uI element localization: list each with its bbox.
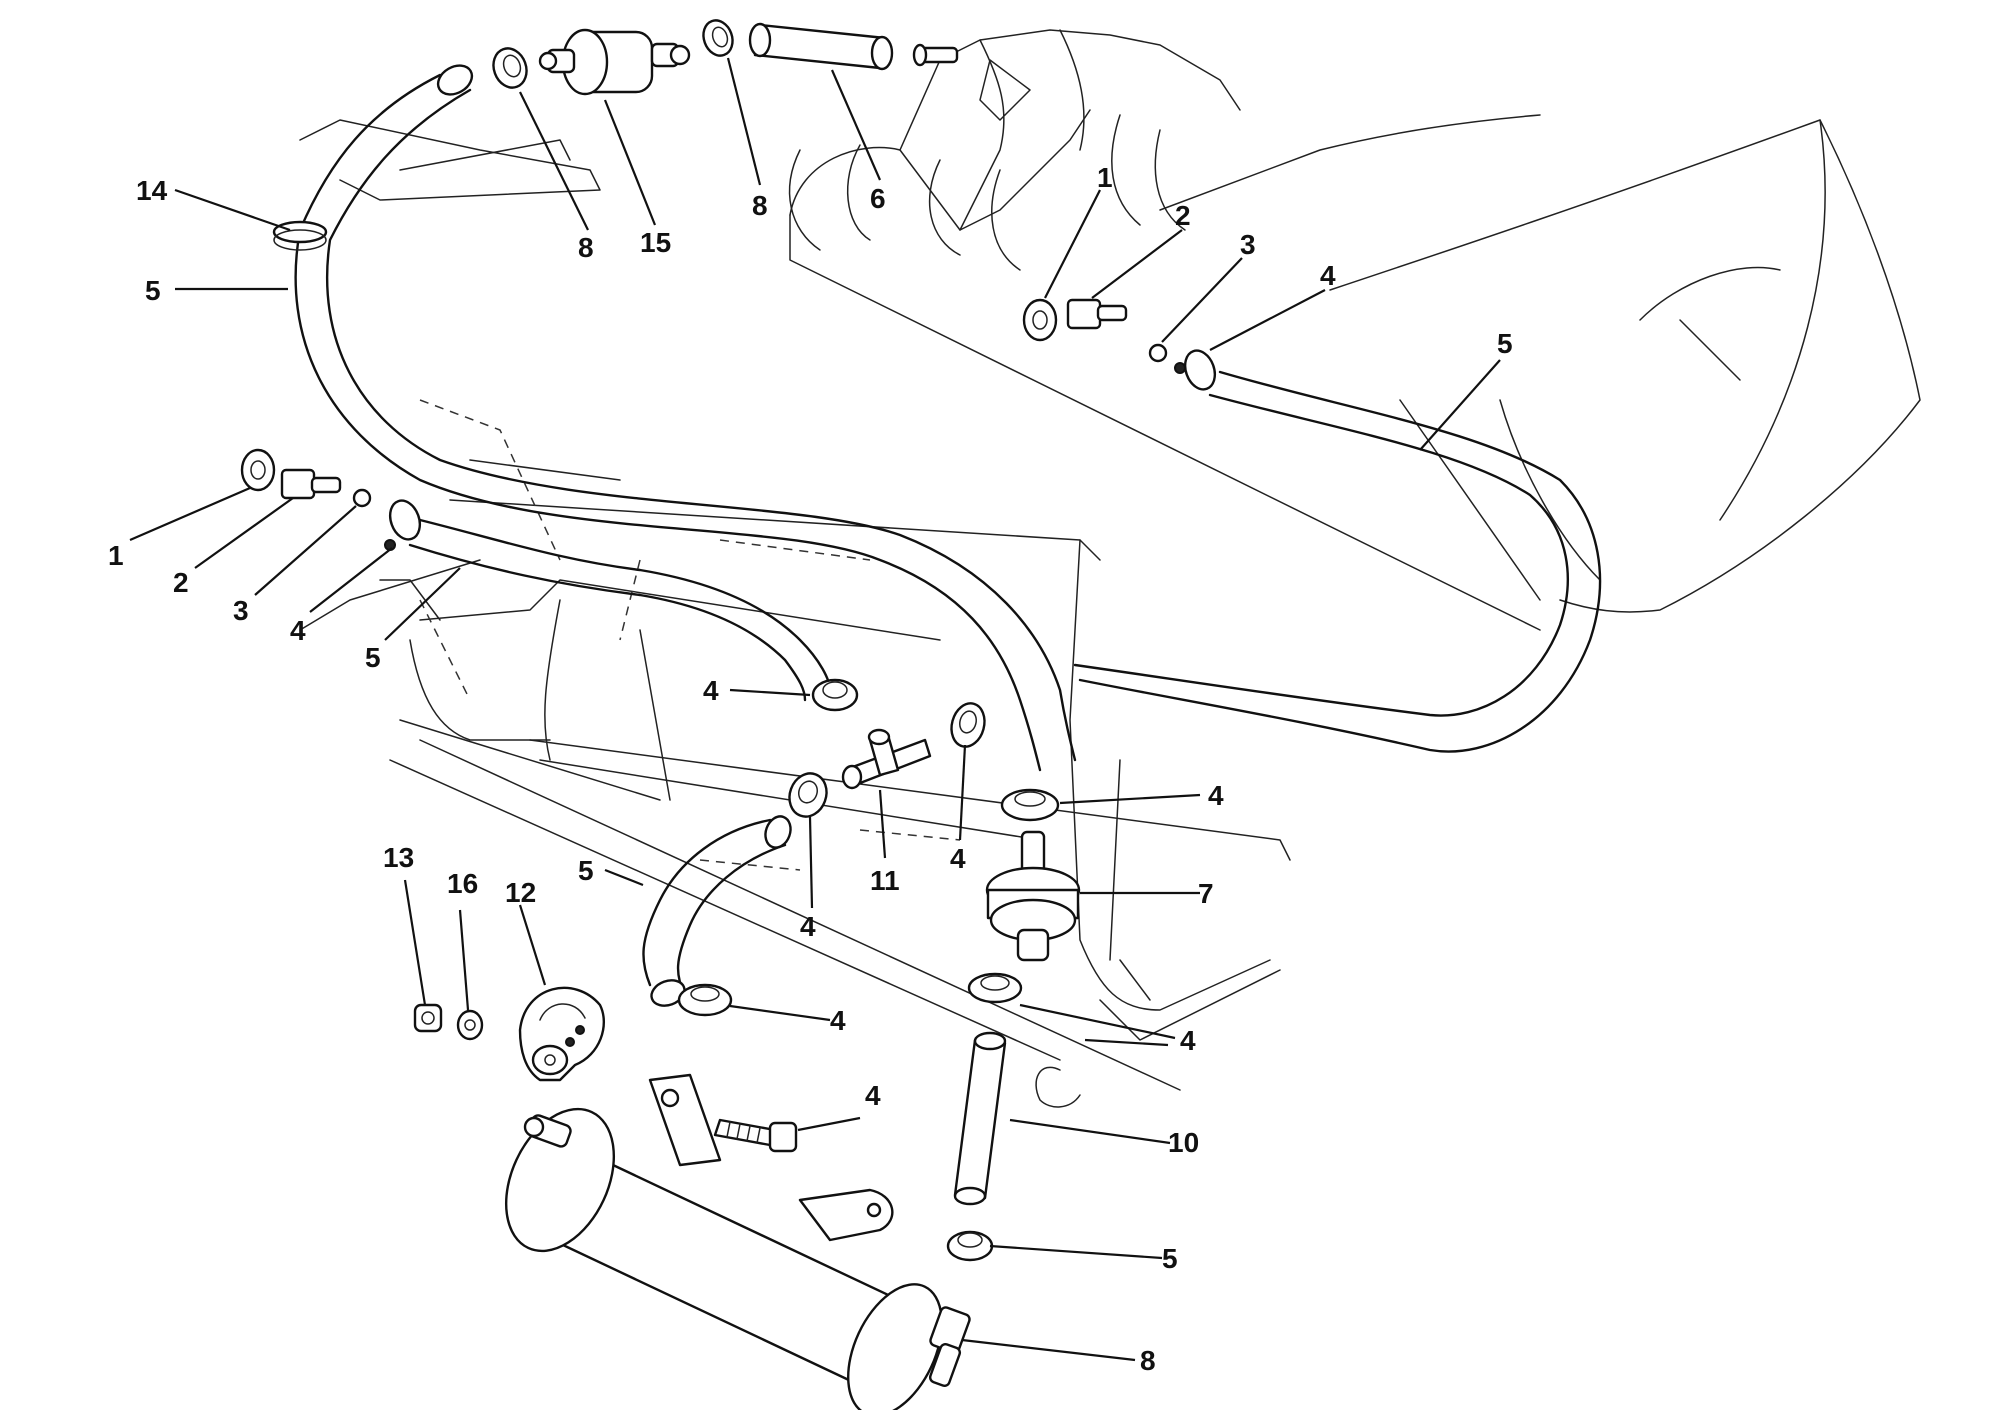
hose-clamp-8-top-left — [492, 47, 528, 89]
fuel-hose-short-6 — [748, 22, 894, 71]
nut-13 — [413, 1003, 443, 1033]
callout-3-right: 3 — [1240, 229, 1256, 260]
fuel-hose-right — [1073, 370, 1602, 753]
callout-4-left: 4 — [290, 615, 306, 646]
clamp-bracket-12 — [518, 986, 605, 1082]
hose-clamp-14 — [272, 220, 328, 251]
fuel-pump-9 — [504, 1073, 971, 1410]
callout-5-top-left: 5 — [145, 275, 161, 306]
bolt-top-small — [912, 43, 959, 67]
callout-15: 15 — [640, 227, 671, 258]
bolt-10 — [713, 1118, 798, 1153]
fuel-hose-left-lower — [408, 518, 832, 702]
callout-4-right: 4 — [1320, 260, 1336, 291]
callout-5-left: 5 — [365, 642, 381, 673]
background-frame-outline — [299, 29, 1921, 1108]
callout-2-left: 2 — [173, 567, 189, 598]
callout-4-middle-b: 4 — [950, 843, 966, 874]
union-bolt-set-right — [1022, 298, 1168, 363]
callout-9: 8 — [1140, 1345, 1156, 1376]
leader-lines — [129, 57, 1501, 1362]
callout-10: 4 — [865, 1080, 881, 1111]
callout-12: 12 — [505, 877, 536, 908]
callout-4-middle-c: 4 — [800, 911, 816, 942]
callout-5-bend: 5 — [578, 855, 594, 886]
callout-2-right: 2 — [1175, 200, 1191, 231]
callout-1-left: 1 — [108, 540, 124, 571]
callout-5-straight: 10 — [1168, 1127, 1199, 1158]
callout-1-right: 1 — [1097, 162, 1113, 193]
callout-13: 13 — [383, 842, 414, 873]
callout-8-top-right: 8 — [752, 190, 768, 221]
callout-3-left: 3 — [233, 595, 249, 626]
hose-clamp-8-bottom — [946, 1230, 994, 1262]
hose-clamp-4-bottom — [677, 983, 733, 1017]
fuel-hose-long-upper — [294, 64, 1077, 772]
callout-labels: 14 5 8 15 8 6 1 2 3 4 5 1 2 3 4 5 4 4 4 … — [108, 162, 1513, 1376]
hose-clamp-4-right-top — [1174, 349, 1217, 391]
hose-clamp-8-top-right — [702, 19, 734, 57]
callout-4-right-low: 4 — [1180, 1025, 1196, 1056]
callout-6: 6 — [870, 183, 886, 214]
hose-clamp-4-middle-b — [950, 702, 986, 748]
hose-clamp-4-right-mid — [1000, 788, 1060, 822]
callout-4-middle-a: 4 — [703, 675, 719, 706]
tee-fitting-11 — [841, 728, 932, 790]
fuel-hose-bend — [642, 815, 792, 1007]
callout-7: 7 — [1198, 878, 1214, 909]
callout-5-right: 5 — [1497, 328, 1513, 359]
fuel-filter-15 — [538, 28, 691, 96]
callout-11: 11 — [870, 865, 900, 896]
callout-4-right-mid: 4 — [1208, 780, 1224, 811]
callout-14: 14 — [136, 175, 168, 206]
hose-clamp-4-left — [384, 499, 422, 551]
callout-8-bottom: 5 — [1162, 1243, 1178, 1274]
hose-clamp-4-middle-a — [811, 678, 859, 712]
fuel-valve-7 — [985, 830, 1081, 962]
callout-4-bottom: 4 — [830, 1005, 846, 1036]
callout-16: 16 — [447, 868, 478, 899]
callout-8-top-left: 8 — [578, 232, 594, 263]
union-bolt-set-left — [240, 448, 372, 508]
hose-clamp-4-right-low — [967, 972, 1023, 1004]
fuel-hose-straight — [953, 1031, 1007, 1206]
washer-16 — [456, 1009, 484, 1041]
hose-clamp-4-middle-c — [788, 772, 828, 818]
